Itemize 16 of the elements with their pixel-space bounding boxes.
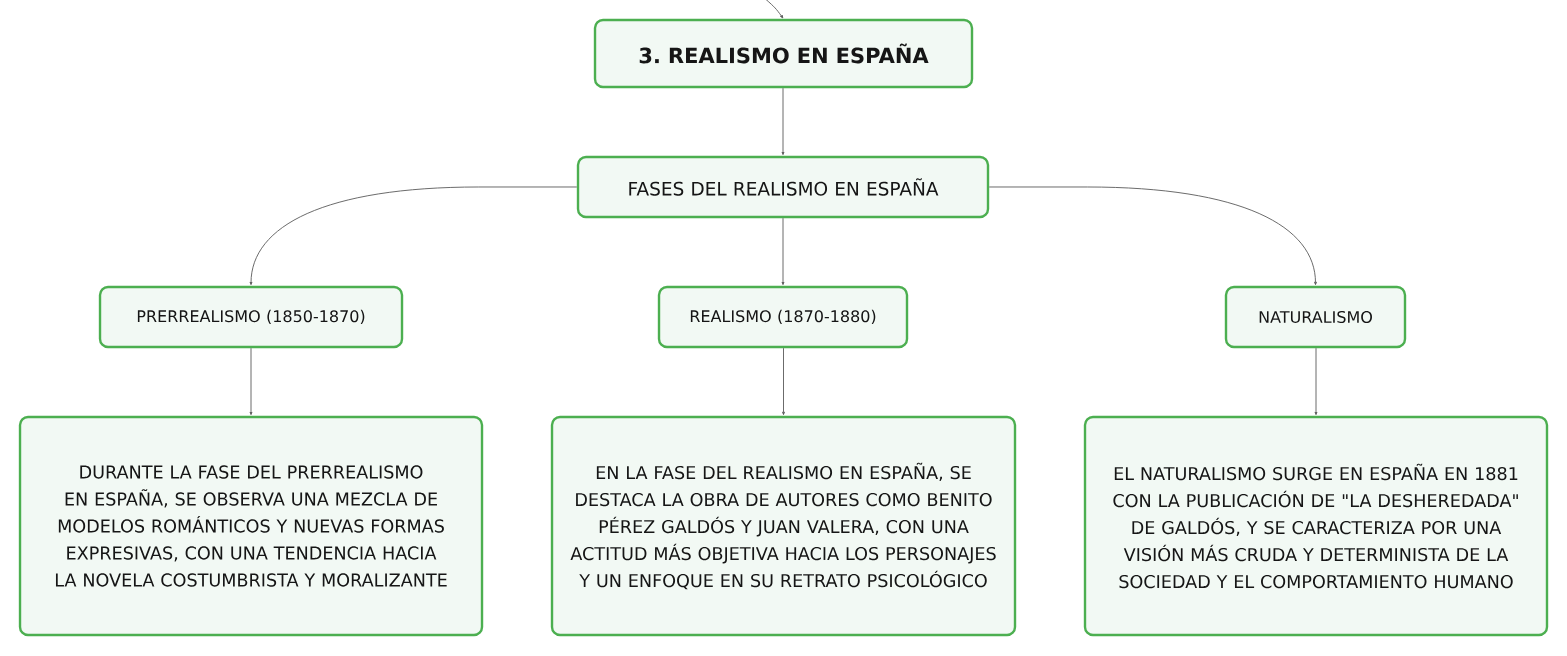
description-box: EL NATURALISMO SURGE EN ESPAÑA EN 1881 CON LA PUBLICACIÓN DE "LA DESHEREDADA" DE GALDÓS, Y SE CARACTERIZA POR UNA VISIÓN MÁS CRUDA Y DETERMINISTA DE LA SOCIEDAD Y EL COMPORTAMIENTO HUMANO bbox=[1083, 415, 1549, 637]
description-box: EN LA FASE DEL REALISMO EN ESPAÑA, SE DESTACA LA OBRA DE AUTORES COMO BENITO PÉREZ GALDÓS Y JUAN VALERA, CON UNA ACTITUD MÁS OBJETIVA HACIA LOS PERSONAJES Y UN ENFOQUE EN SU RETRATO PSICOLÓGICO bbox=[550, 415, 1017, 637]
phase-box: REALISMO (1870-1880) bbox=[657, 285, 909, 349]
subtopic-box: FASES DEL REALISMO EN ESPAÑA bbox=[576, 155, 990, 219]
topic-box: 3. REALISMO EN ESPAÑA bbox=[593, 18, 974, 89]
arrow bbox=[988, 186, 1317, 286]
phase-box: PRERREALISMO (1850-1870) bbox=[98, 285, 404, 349]
arrow bbox=[249, 186, 578, 286]
arrow bbox=[782, 347, 785, 416]
description-box: DURANTE LA FASE DEL PRERREALISMO EN ESPAÑA, SE OBSERVA UNA MEZCLA DE MODELOS ROMÁNTICOS Y NUEVAS FORMAS EXPRESIVAS, CON UNA TENDENCIA HACIA LA NOVELA COSTUMBRISTA Y MORALIZANTE bbox=[18, 415, 484, 637]
arrow bbox=[781, 217, 785, 286]
arrow bbox=[249, 347, 253, 416]
arrow bbox=[1314, 347, 1318, 416]
phase-box: NATURALISMO bbox=[1224, 285, 1407, 349]
arrow bbox=[781, 87, 785, 156]
arrow bbox=[765, 0, 784, 19]
